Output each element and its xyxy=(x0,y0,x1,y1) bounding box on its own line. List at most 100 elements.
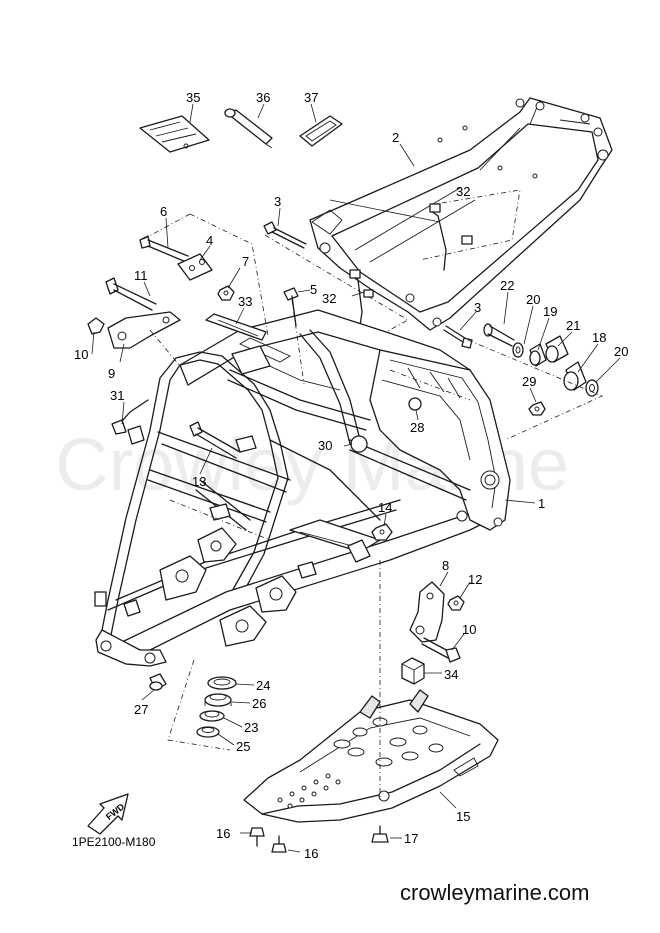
part-20-washer-b[interactable] xyxy=(585,379,599,397)
callout-22[interactable]: 22 xyxy=(500,278,514,293)
part-17-screw[interactable] xyxy=(371,825,389,843)
leader xyxy=(504,499,536,504)
part-8-bracket[interactable] xyxy=(409,581,445,643)
part-19-bushing[interactable] xyxy=(529,343,547,367)
callout-18[interactable]: 18 xyxy=(592,330,606,345)
callout-2[interactable]: 2 xyxy=(392,130,399,145)
part-3-bolt-lower[interactable] xyxy=(443,325,473,349)
guide-line xyxy=(467,339,604,441)
leader xyxy=(287,849,301,853)
callout-5[interactable]: 5 xyxy=(310,282,317,297)
part-12-nut[interactable] xyxy=(447,595,465,611)
callout-7[interactable]: 7 xyxy=(242,254,249,269)
fwd-arrow-icon: FWD xyxy=(87,793,129,835)
callout-1[interactable]: 1 xyxy=(538,496,545,511)
part-7-nut[interactable] xyxy=(217,285,235,301)
callout-leaders xyxy=(91,103,621,746)
callout-3-lower[interactable]: 3 xyxy=(474,300,481,315)
guide-line xyxy=(167,659,231,751)
callout-6[interactable]: 6 xyxy=(160,204,167,219)
part-3-bolt-upper[interactable] xyxy=(263,221,307,249)
part-5-bolt[interactable] xyxy=(283,287,299,327)
part-4-bracket[interactable] xyxy=(177,253,213,281)
part-15-skid-plate[interactable] xyxy=(243,689,499,823)
callout-37[interactable]: 37 xyxy=(304,90,318,105)
diagram-code: 1PE2100-M180 xyxy=(72,835,156,849)
part-25-bushing[interactable] xyxy=(196,726,220,738)
callout-14[interactable]: 14 xyxy=(378,500,392,515)
callout-8[interactable]: 8 xyxy=(442,558,449,573)
part-10-bolt-a[interactable] xyxy=(87,317,105,335)
part-23-bushing[interactable] xyxy=(199,710,225,722)
guide-line xyxy=(291,299,305,385)
callout-4[interactable]: 4 xyxy=(206,233,213,248)
callout-21[interactable]: 21 xyxy=(566,318,580,333)
leader xyxy=(439,791,457,809)
callout-23[interactable]: 23 xyxy=(244,720,258,735)
website-label: crowleymarine.com xyxy=(400,880,590,905)
callout-32-lower[interactable]: 32 xyxy=(322,291,336,306)
part-35-pad[interactable] xyxy=(139,115,210,153)
callout-20a[interactable]: 20 xyxy=(526,292,540,307)
part-28-plug[interactable] xyxy=(408,397,422,411)
part-31-clip[interactable] xyxy=(111,399,149,435)
guide-line xyxy=(189,213,269,337)
callout-34[interactable]: 34 xyxy=(444,667,458,682)
callout-28[interactable]: 28 xyxy=(410,420,424,435)
callout-12[interactable]: 12 xyxy=(468,572,482,587)
callout-26[interactable]: 26 xyxy=(252,696,266,711)
part-16-screw-b[interactable] xyxy=(271,835,287,853)
part-9-bracket[interactable] xyxy=(107,311,181,349)
callout-9[interactable]: 9 xyxy=(108,366,115,381)
part-29-nut[interactable] xyxy=(528,401,546,416)
part-20-washer-a[interactable] xyxy=(512,342,524,358)
part-2-rear-frame[interactable] xyxy=(309,97,613,331)
part-37-strap[interactable] xyxy=(299,115,343,147)
part-1-main-frame[interactable] xyxy=(94,309,511,667)
guide-line xyxy=(419,189,521,261)
callout-17[interactable]: 17 xyxy=(404,831,418,846)
part-32-clamp-upper[interactable] xyxy=(429,203,473,271)
callout-19[interactable]: 19 xyxy=(543,304,557,319)
callout-15[interactable]: 15 xyxy=(456,809,470,824)
callout-27[interactable]: 27 xyxy=(134,702,148,717)
callout-10b[interactable]: 10 xyxy=(462,622,476,637)
callout-36[interactable]: 36 xyxy=(256,90,270,105)
part-27-collar[interactable] xyxy=(149,673,167,691)
part-22-bolt[interactable] xyxy=(483,323,515,347)
callout-3-upper[interactable]: 3 xyxy=(274,194,281,209)
callout-11[interactable]: 11 xyxy=(134,268,148,283)
part-16-screw-a[interactable] xyxy=(249,827,265,847)
callout-20b[interactable]: 20 xyxy=(614,344,628,359)
callout-33[interactable]: 33 xyxy=(238,294,252,309)
part-26-bushing[interactable] xyxy=(204,693,232,707)
callout-16b[interactable]: 16 xyxy=(304,846,318,861)
callout-29[interactable]: 29 xyxy=(522,374,536,389)
callout-31[interactable]: 31 xyxy=(110,388,124,403)
part-32-clamp-lower[interactable] xyxy=(349,269,374,327)
guide-line xyxy=(149,329,181,367)
part-34-damper[interactable] xyxy=(401,657,425,685)
part-13-bolt[interactable] xyxy=(189,421,241,459)
callout-labels: 35 36 37 2 32 3 6 4 7 11 5 32 33 22 20 1… xyxy=(74,90,628,861)
part-21-collar[interactable] xyxy=(545,335,569,363)
callout-16a[interactable]: 16 xyxy=(216,826,230,841)
part-18-bushing[interactable] xyxy=(563,361,587,391)
callout-30[interactable]: 30 xyxy=(318,438,332,453)
guide-line xyxy=(137,213,191,243)
part-11-bolt[interactable] xyxy=(105,277,157,311)
leader xyxy=(297,289,311,293)
part-6-bolt[interactable] xyxy=(139,235,189,263)
callout-24[interactable]: 24 xyxy=(256,678,270,693)
callout-32-upper[interactable]: 32 xyxy=(456,184,470,199)
part-24-bushing[interactable] xyxy=(207,676,237,690)
callout-25[interactable]: 25 xyxy=(236,739,250,754)
callout-13[interactable]: 13 xyxy=(192,474,206,489)
part-14-nut[interactable] xyxy=(371,523,393,541)
callout-35[interactable]: 35 xyxy=(186,90,200,105)
callout-10a[interactable]: 10 xyxy=(74,347,88,362)
part-30-cap[interactable] xyxy=(350,435,368,453)
part-36-pin[interactable] xyxy=(224,108,273,149)
part-33-bracket[interactable] xyxy=(205,313,267,341)
